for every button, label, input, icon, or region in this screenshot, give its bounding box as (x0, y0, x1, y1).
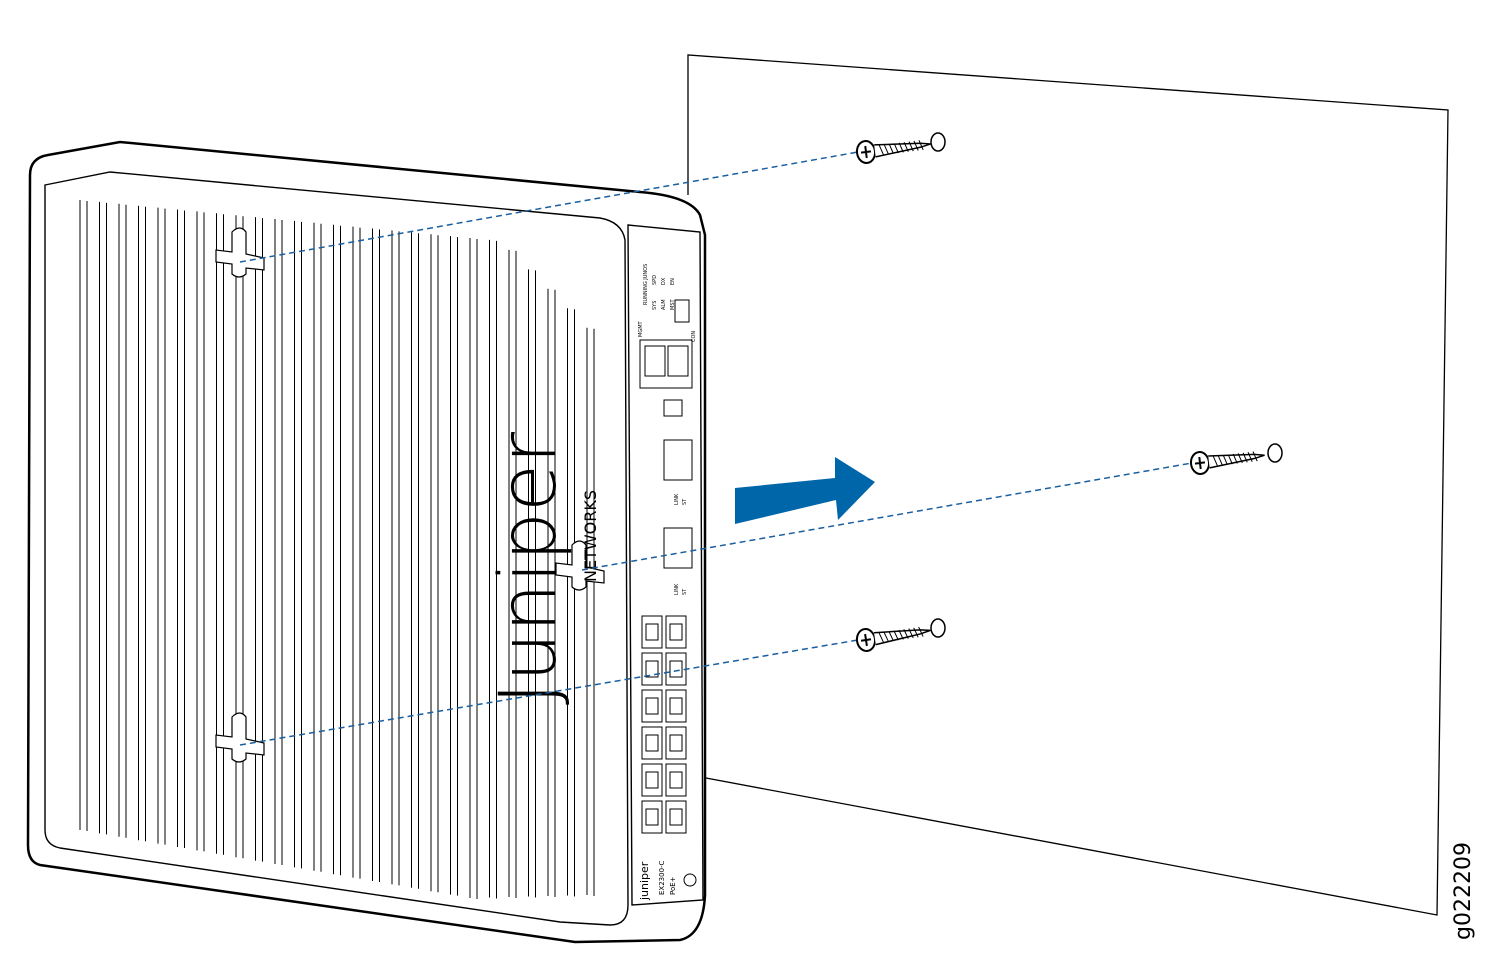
rj45-port (665, 652, 687, 686)
washer (930, 618, 946, 638)
st-label-1: ST (682, 498, 688, 505)
fin (586, 327, 595, 896)
cooling-fins (79, 200, 595, 899)
fin (157, 207, 166, 845)
fin (99, 201, 107, 835)
rj45-port (665, 689, 687, 723)
washer (930, 132, 946, 152)
rj45-port (641, 689, 663, 723)
keyhole-slots (215, 227, 605, 763)
model-label: EX2300-C (658, 860, 666, 895)
led-dx: DX (661, 277, 667, 285)
fin (430, 234, 439, 893)
direction-arrow (735, 457, 875, 524)
link-label-1: LINK (674, 493, 680, 505)
fin (508, 249, 517, 898)
rj45-port (665, 726, 687, 760)
fin (79, 200, 88, 831)
fin (528, 269, 536, 898)
screw (855, 140, 931, 164)
rj45-ports (641, 615, 687, 834)
fin (469, 238, 478, 899)
led-mst: MST (670, 299, 676, 310)
con-label: CON (691, 331, 697, 342)
fin (177, 209, 185, 848)
mgmt-label: MGMT (638, 320, 644, 337)
fin (118, 203, 127, 838)
fin (450, 236, 458, 896)
fin (352, 226, 361, 879)
rj45-port (641, 726, 663, 760)
st-label-2: ST (682, 588, 688, 595)
led-spd: SPD (652, 275, 658, 285)
networks-logo-text: NETWORKS (581, 490, 600, 582)
fin (411, 232, 419, 889)
fin (372, 228, 380, 882)
fin (274, 219, 283, 865)
switch-chassis: Juniper NETWORKS juniper EX2300-C PoE+ R… (26, 140, 707, 944)
model-sub-label: PoE+ (669, 876, 677, 895)
alignment-lines (239, 151, 1193, 746)
panel-header: RUNNING JUNOS (643, 264, 649, 305)
usb-port (663, 399, 683, 417)
washer (1267, 443, 1283, 463)
rj45-port (641, 615, 663, 649)
fin (196, 211, 205, 852)
rj45-port (641, 652, 663, 686)
reset-button (683, 873, 697, 887)
fin (333, 224, 341, 876)
fin (294, 220, 302, 869)
fin (138, 205, 146, 842)
figure-id: g022209 (1451, 842, 1476, 940)
fin (489, 239, 497, 899)
panel-brand: juniper (638, 861, 651, 901)
fin (313, 222, 322, 872)
rj45-port (665, 763, 687, 797)
fin (391, 230, 400, 886)
wall (687, 54, 1449, 916)
screw (1189, 451, 1265, 475)
sfp-port-1 (663, 439, 693, 481)
rj45-port (665, 615, 687, 649)
fin (547, 288, 556, 897)
console-port (674, 299, 690, 323)
rj45-port (641, 800, 663, 834)
led-alm: ALM (661, 299, 667, 310)
link-label-2: LINK (674, 583, 680, 595)
rj45-port (641, 763, 663, 797)
screw (855, 626, 931, 652)
screws (855, 132, 1283, 652)
led-sys: SYS (652, 301, 658, 310)
fin (567, 308, 575, 897)
led-en: EN (670, 278, 676, 285)
juniper-logo: Juniper (484, 432, 574, 705)
mgmt-port (639, 339, 693, 389)
sfp-port-2 (663, 527, 693, 569)
rj45-port (665, 800, 687, 834)
